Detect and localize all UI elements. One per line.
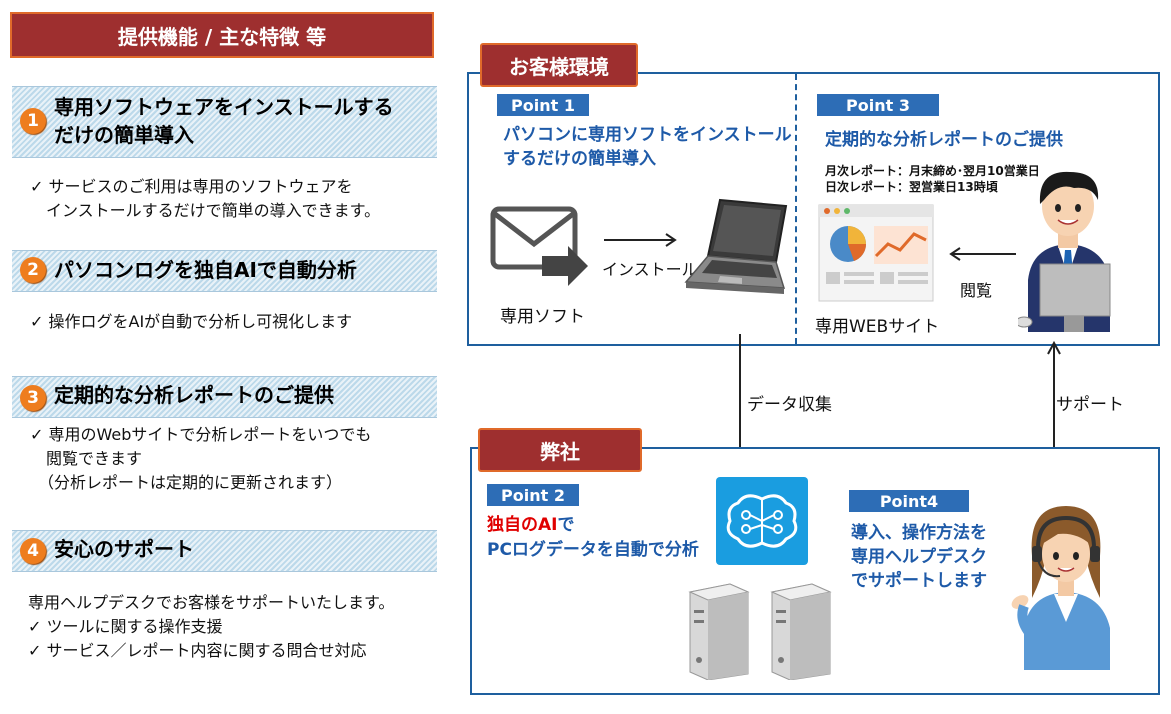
point4-text-line3: でサポートします (851, 571, 987, 591)
view-arrow (948, 246, 1018, 266)
feature-2-title: パソコンログを独自AIで自動分析 (54, 258, 357, 282)
feature-4-desc-line2: ✓ ツールに関する操作支援 (28, 617, 223, 636)
point4-text-line2: 専用ヘルプデスク (851, 547, 987, 567)
businessman-icon (1015, 160, 1118, 332)
feature-1-number: 1 (20, 108, 46, 134)
point1-tag: Point 1 (497, 94, 589, 116)
point3-text: 定期的な分析レポートのご提供 (825, 130, 1063, 150)
laptop-icon (680, 196, 792, 304)
feature-1-title-line2: だけの簡単導入 (54, 123, 194, 147)
company-tag: 弊社 (478, 428, 642, 472)
operator-icon (1010, 498, 1120, 670)
feature-2-band (12, 250, 437, 292)
feature-3-desc-line2: 閲覧できます (30, 449, 143, 468)
feature-1-band (12, 86, 437, 158)
feature-4-title: 安心のサポート (54, 537, 194, 561)
point1-text-line1: パソコンに専用ソフトをインストール (503, 125, 792, 145)
customer-tag: お客様環境 (480, 43, 638, 87)
feature-4-band (12, 530, 437, 572)
point1-text-line2: するだけの簡単導入 (503, 149, 656, 169)
view-label: 閲覧 (960, 281, 993, 300)
point2-text-suffix: で (557, 515, 575, 535)
feature-3-desc-line3: （分析レポートは定期的に更新されます） (38, 473, 343, 492)
install-arrow (604, 232, 684, 252)
point2-text-line1: 独自のAIで (487, 513, 574, 537)
daily-report-text: 日次レポート：翌営業日13時頃 (825, 180, 998, 194)
feature-1-desc-line1: ✓ サービスのご利用は専用のソフトウェアを (30, 177, 353, 196)
install-label: インストール (602, 260, 698, 279)
feature-3-band (12, 376, 437, 418)
support-label: サポート (1056, 395, 1124, 415)
server-icon (684, 580, 836, 681)
feature-3-number: 3 (20, 385, 46, 411)
soft-label: 専用ソフト (500, 307, 585, 327)
point2-text-line2: PCログデータを自動で分析 (487, 540, 699, 560)
monthly-report-text: 月次レポート：月末締め･翌月10営業日 (825, 164, 1040, 178)
feature-3-desc-line1: ✓ 専用のWebサイトで分析レポートをいつでも (30, 425, 372, 444)
point3-tag: Point 3 (817, 94, 939, 116)
panel-divider (795, 74, 797, 344)
web-label: 専用WEBサイト (815, 317, 940, 337)
feature-1-title-line1: 専用ソフトウェアをインストールする (54, 95, 394, 119)
envelope-icon (490, 206, 590, 286)
feature-3-title: 定期的な分析レポートのご提供 (54, 383, 334, 407)
features-title: 提供機能 / 主な特徴 等 (10, 12, 434, 58)
feature-2-number: 2 (20, 257, 46, 283)
feature-2-desc-line1: ✓ 操作ログをAIが自動で分析し可視化します (30, 312, 353, 331)
point2-text-red: 独自のAI (487, 515, 558, 535)
feature-4-desc-line3: ✓ サービス／レポート内容に関する問合せ対応 (28, 641, 367, 660)
ai-brain-icon (716, 477, 808, 565)
point4-tag: Point4 (849, 490, 969, 512)
point2-tag: Point 2 (487, 484, 579, 506)
point4-text-line1: 導入、操作方法を (851, 523, 987, 543)
feature-4-number: 4 (20, 538, 46, 564)
data-collect-label: データ収集 (747, 395, 832, 415)
feature-1-desc-line2: インストールするだけで簡単の導入できます。 (30, 201, 381, 220)
feature-4-desc-line1: 専用ヘルプデスクでお客様をサポートいたします。 (28, 593, 395, 612)
web-report-icon (818, 204, 934, 302)
